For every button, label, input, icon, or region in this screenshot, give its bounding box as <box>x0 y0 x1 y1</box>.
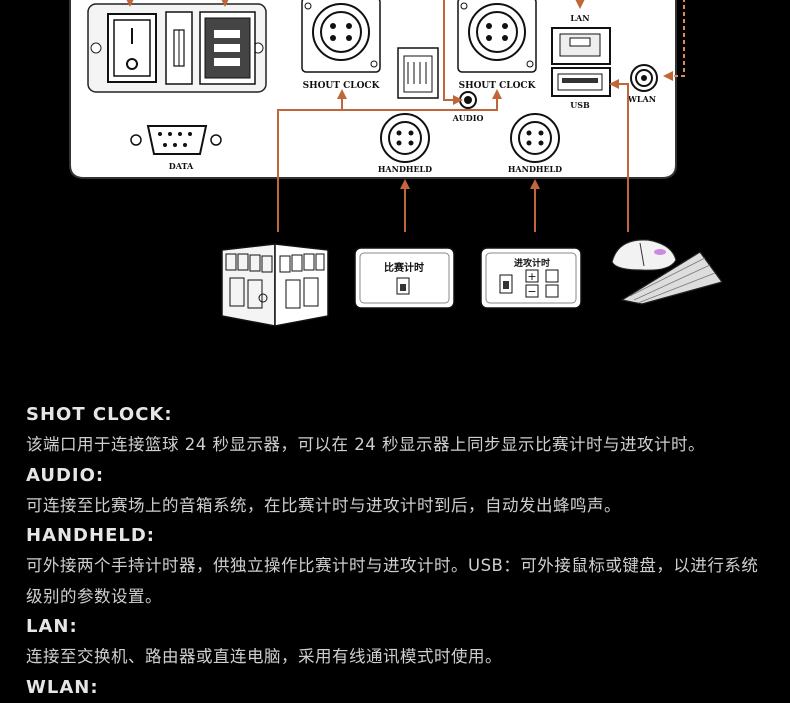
shout-clock-right-label: SHOUT CLOCK <box>459 81 537 91</box>
connection-diagram: SHOUT CLOCK SHOUT CLOCK AUDIO LAN <box>69 0 723 327</box>
lan-label: LAN <box>570 13 589 23</box>
power-socket-icon <box>199 11 256 85</box>
attack-timer-label: 进攻计时 <box>514 257 550 269</box>
section-text-lan: 连接至交换机、路由器或直连电脑，采用有线通讯模式时使用。 <box>26 647 502 666</box>
phone-jack-port <box>397 47 439 99</box>
lan-port <box>551 27 611 65</box>
svg-text:+: + <box>527 270 536 283</box>
section-text-shot-clock: 该端口用于连接篮球 24 秒显示器，可以在 24 秒显示器上同步显示比赛计时与进… <box>26 435 705 454</box>
usb-label: USB <box>570 100 590 110</box>
mouse-keyboard-icon <box>611 239 723 305</box>
handheld-right-port <box>510 113 560 163</box>
audio-label: AUDIO <box>452 113 484 123</box>
section-heading-audio: AUDIO: <box>26 464 105 486</box>
handheld-left-port <box>380 113 430 163</box>
game-timer-label: 比赛计时 <box>384 261 424 274</box>
data-port <box>130 125 222 155</box>
wlan-dashed-arrow <box>663 0 685 81</box>
data-label: DATA <box>169 161 194 171</box>
svg-text:−: − <box>527 285 536 298</box>
power-switch-icon <box>107 13 157 83</box>
scoreboard-icon <box>221 243 329 327</box>
shout-clock-right-port <box>457 0 537 73</box>
connection-arrows <box>125 0 629 232</box>
shout-clock-left-label: SHOUT CLOCK <box>303 81 381 91</box>
fuse-icon <box>165 11 193 85</box>
handheld-left-label: HANDHELD <box>378 164 432 174</box>
description-section: SHOT CLOCK: 该端口用于连接篮球 24 秒显示器，可以在 24 秒显示… <box>26 400 766 703</box>
section-text-audio: 可连接至比赛场上的音箱系统，在比赛计时与进攻计时到后，自动发出蜂鸣声。 <box>26 495 621 515</box>
power-module <box>87 3 267 93</box>
section-heading-wlan: WLAN: <box>26 676 99 698</box>
wlan-label: WLAN <box>627 94 656 104</box>
game-timer-device <box>354 247 455 309</box>
section-heading-shot-clock: SHOT CLOCK: <box>26 404 173 425</box>
section-text-handheld: 可外接两个手持计时器，供独立操作比赛计时与进攻计时。USB：可外接鼠标或键盘，以… <box>26 556 759 606</box>
section-heading-handheld: HANDHELD: <box>26 525 155 546</box>
audio-jack-port <box>459 91 477 109</box>
attack-timer-device: + − <box>480 247 582 309</box>
shout-clock-left-port <box>301 0 381 73</box>
wlan-port <box>630 64 658 92</box>
handheld-right-label: HANDHELD <box>508 164 562 174</box>
section-heading-lan: LAN: <box>26 616 78 637</box>
usb-port <box>551 67 611 97</box>
